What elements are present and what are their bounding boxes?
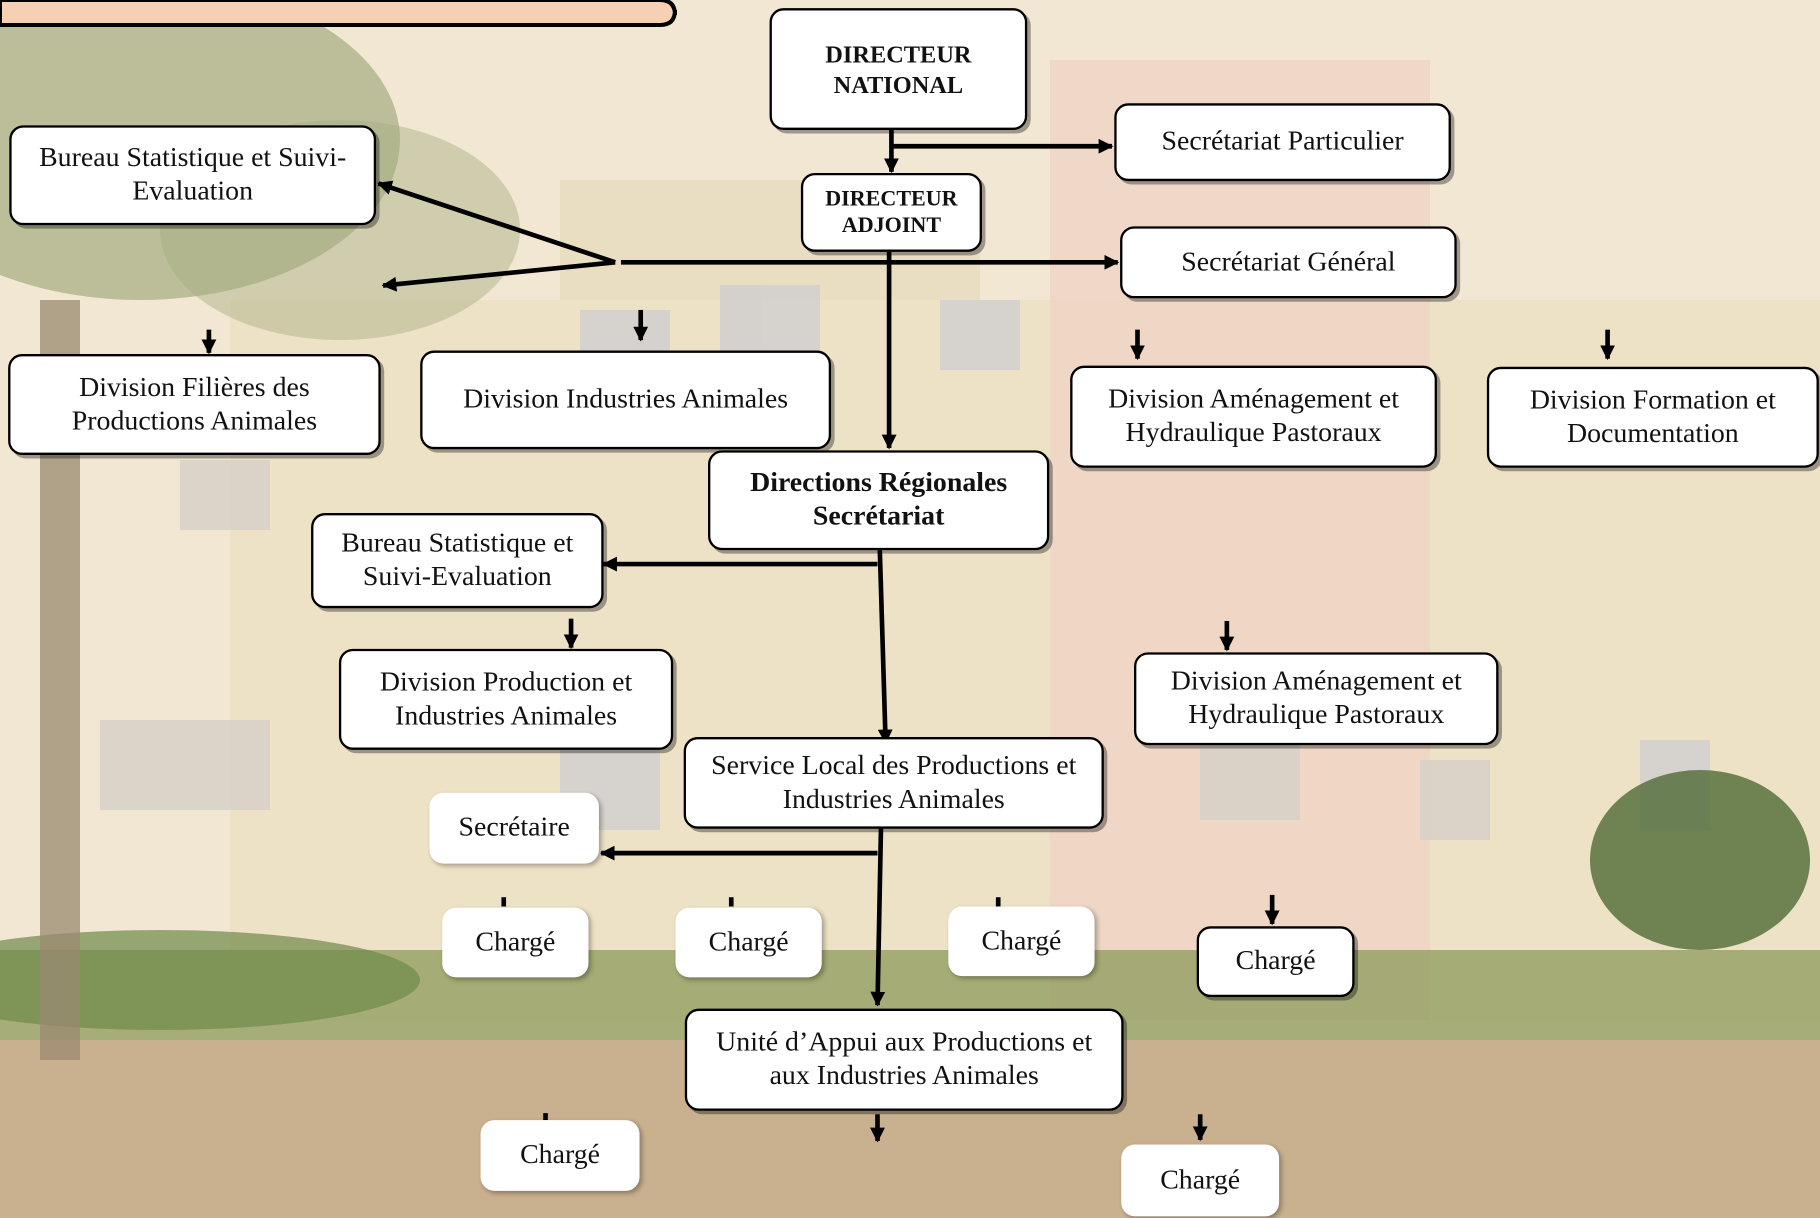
box-charge: Chargé bbox=[1121, 1144, 1280, 1217]
box-division-amenagement-central: Division Aménagement et Hydraulique Past… bbox=[1070, 365, 1437, 468]
box-directeur-national: DIRECTEUR NATIONAL bbox=[769, 8, 1028, 130]
box-service-local: Service Local des Productions et Industr… bbox=[683, 737, 1104, 829]
link-regional-service bbox=[877, 550, 893, 745]
box-bureau-statistique-regional: Bureau Statistique et Suivi-Evaluation bbox=[311, 513, 604, 609]
box-bureau-statistique-central: Bureau Statistique et Suivi-Evaluation bbox=[9, 125, 377, 226]
box-secretariat-particulier: Secrétariat Particulier bbox=[1114, 103, 1451, 182]
box-division-industries: Division Industries Animales bbox=[420, 350, 832, 450]
box-unite-appui: Unité d’Appui aux Productions et aux Ind… bbox=[684, 1008, 1124, 1111]
box-charge: Chargé bbox=[1196, 926, 1355, 998]
link-service-unite bbox=[870, 827, 886, 1007]
box-secretaire: Secrétaire bbox=[429, 792, 599, 864]
box-division-formation: Division Formation et Documentation bbox=[1486, 366, 1819, 468]
box-charge: Chargé bbox=[480, 1120, 640, 1191]
link-hub-left bbox=[381, 260, 616, 292]
box-division-production-regional: Division Production et Industries Animal… bbox=[338, 648, 674, 750]
box-secretariat-general: Secrétariat Général bbox=[1120, 226, 1457, 299]
box-directions-regionales: Directions Régionales Secrétariat bbox=[708, 450, 1050, 551]
box-division-filieres: Division Filières des Productions Animal… bbox=[8, 354, 381, 455]
box-division-amenagement-regional: Division Aménagement et Hydraulique Past… bbox=[1134, 652, 1499, 746]
box-charge: Chargé bbox=[442, 907, 589, 978]
box-directeur-adjoint: DIRECTEUR ADJOINT bbox=[800, 172, 982, 252]
box-charge: Chargé bbox=[675, 907, 822, 978]
box-charge: Chargé bbox=[948, 906, 1095, 977]
link-hub-bureau bbox=[376, 180, 616, 265]
